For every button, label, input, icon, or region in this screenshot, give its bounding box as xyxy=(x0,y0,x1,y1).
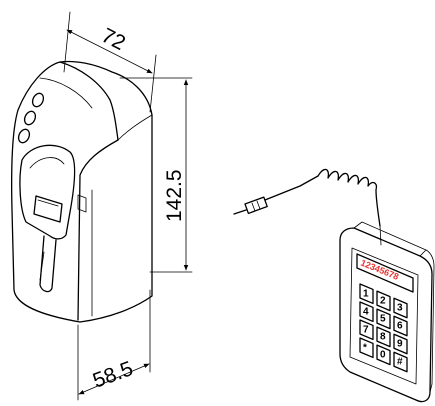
width-label: 72 xyxy=(98,24,129,55)
keypad-key xyxy=(393,333,408,355)
device-top-contour xyxy=(39,77,93,109)
keypad-key-label: 9 xyxy=(397,339,403,350)
keypad-key-label: * xyxy=(363,342,367,353)
height-dimension: 142.5 xyxy=(119,77,193,273)
finger-groove xyxy=(39,235,57,293)
width-extension-right xyxy=(149,54,157,113)
depth-dimension: 58.5 xyxy=(77,289,151,401)
device-body xyxy=(11,60,153,323)
keypad-key-label: 1 xyxy=(363,288,369,299)
device-front-edge xyxy=(77,139,119,321)
height-label: 142.5 xyxy=(163,169,186,222)
keypad-key-label: 4 xyxy=(363,306,369,317)
keypad-housing xyxy=(339,227,433,403)
keypad-key-label: 2 xyxy=(380,295,386,306)
keypad-key-label: 5 xyxy=(380,313,386,324)
device-top-edge xyxy=(59,61,119,141)
keypad: 123 456 78 123 456 789 * 0 # xyxy=(339,221,435,403)
keypad-key xyxy=(393,351,408,373)
keypad-key xyxy=(376,308,391,330)
keypad-key-label: # xyxy=(397,357,403,368)
device-latch xyxy=(77,194,87,213)
width-dimension-line xyxy=(66,29,153,74)
led-bottom-icon xyxy=(17,128,31,144)
jack-plug-icon xyxy=(244,196,268,215)
keypad-top xyxy=(353,221,427,251)
groove-shadow xyxy=(39,251,45,281)
keypad-key-label: 7 xyxy=(363,324,369,335)
device-side-top xyxy=(117,114,153,141)
jack-tip xyxy=(233,209,247,215)
keypad-display xyxy=(356,253,414,293)
depth-dimension-line xyxy=(78,363,150,395)
cable-straight xyxy=(264,175,319,201)
keypad-key xyxy=(376,326,391,348)
keypad-key xyxy=(376,344,391,366)
led-top-icon xyxy=(31,92,45,108)
keypad-key xyxy=(393,297,408,319)
keypad-key xyxy=(359,337,374,359)
depth-label: 58.5 xyxy=(90,357,136,393)
finger-guide-inner-top xyxy=(29,157,65,169)
cable-to-keypad xyxy=(379,225,382,246)
keypad-key xyxy=(359,301,374,323)
keypad-key-label: 3 xyxy=(397,303,403,314)
jack-ridges xyxy=(251,200,261,212)
cable-coil xyxy=(317,168,381,227)
finger-guide-opening xyxy=(19,144,76,240)
sensor-line xyxy=(37,199,59,207)
keypad-key-label: 0 xyxy=(380,349,386,360)
keypad-keys: 123 456 789 * 0 # xyxy=(359,283,408,373)
fingerprint-reader xyxy=(11,60,153,323)
keypad-key-label: 6 xyxy=(397,321,403,332)
keypad-key-label: 8 xyxy=(380,331,386,342)
coiled-cable xyxy=(233,168,382,246)
keypad-inner-frame xyxy=(349,247,419,385)
keypad-key xyxy=(393,315,408,337)
keypad-key xyxy=(359,283,374,305)
fingerprint-sensor-icon xyxy=(33,195,63,223)
keypad-key xyxy=(359,319,374,341)
led-middle-icon xyxy=(23,110,37,126)
keypad-key xyxy=(376,290,391,312)
